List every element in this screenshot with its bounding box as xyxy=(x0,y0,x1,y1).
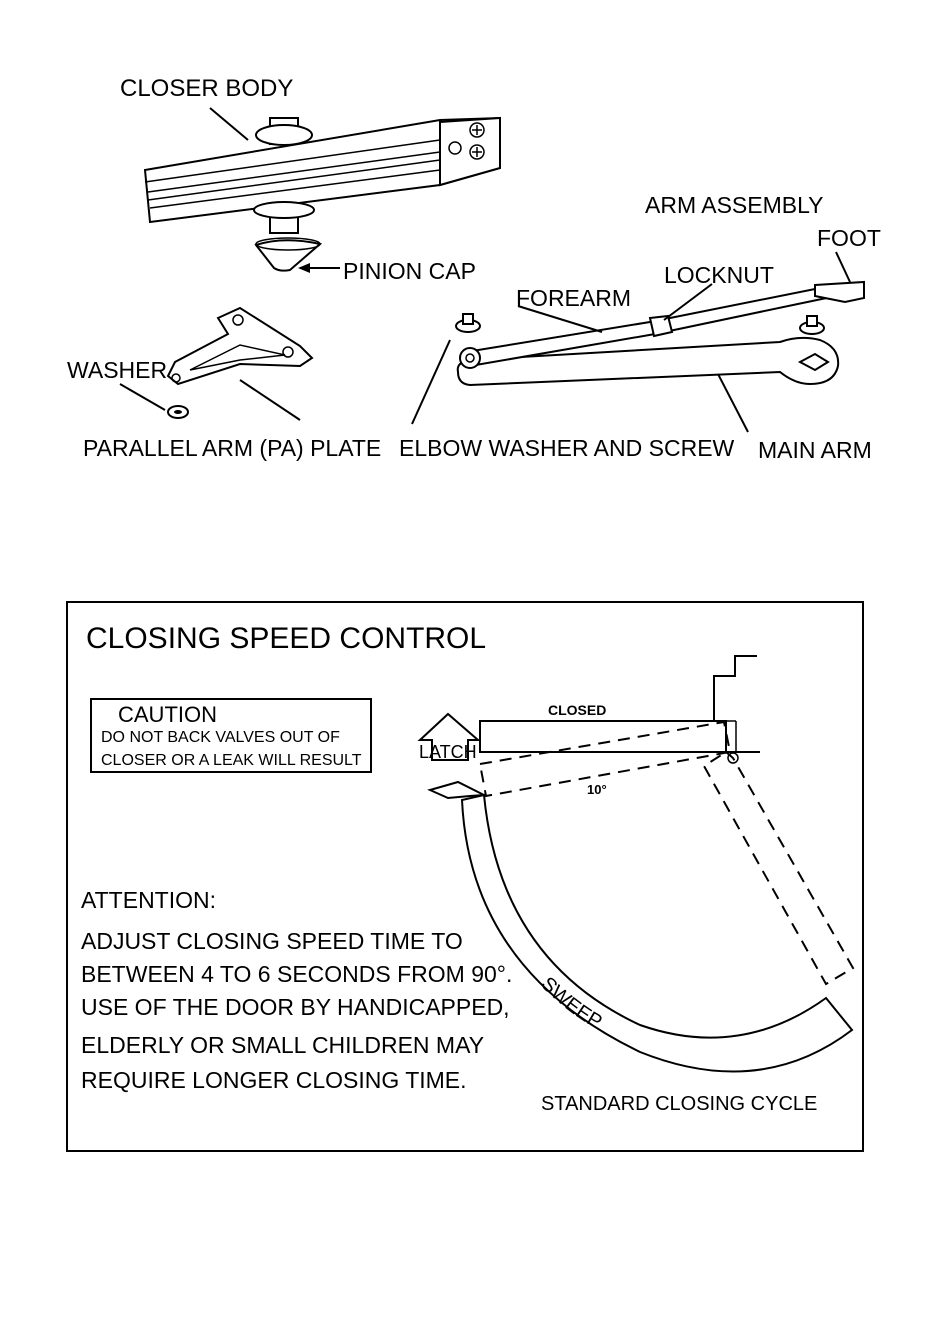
elbow-washer-leader xyxy=(411,339,451,425)
attention-line-2: BETWEEN 4 TO 6 SECONDS FROM 90°. xyxy=(81,961,512,987)
foot-leader xyxy=(835,251,851,283)
closing-cycle-drawing xyxy=(417,655,855,1073)
forearm-label: FOREARM xyxy=(516,285,631,311)
locknut-leader xyxy=(663,283,713,321)
pa-plate-leader xyxy=(239,379,301,421)
main-arm-leader xyxy=(717,373,749,433)
angle-label: 10° xyxy=(587,782,607,797)
attention-line-5: REQUIRE LONGER CLOSING TIME. xyxy=(81,1067,467,1093)
locknut-label: LOCKNUT xyxy=(664,262,774,288)
pinion-cap-label: PINION CAP xyxy=(343,258,476,284)
caution-heading: CAUTION xyxy=(118,702,217,727)
foot-label: FOOT xyxy=(817,225,881,251)
pa-plate-label: PARALLEL ARM (PA) PLATE xyxy=(83,435,381,461)
cycle-caption: STANDARD CLOSING CYCLE xyxy=(541,1093,817,1115)
closer-body-leader xyxy=(209,107,249,141)
arm-assembly-label: ARM ASSEMBLY xyxy=(645,192,824,218)
forearm-leader xyxy=(517,305,603,333)
washer-leader xyxy=(119,383,166,411)
attention-line-1: ADJUST CLOSING SPEED TIME TO xyxy=(81,928,463,954)
pa-plate-drawing xyxy=(166,306,314,386)
arm-assembly-drawing xyxy=(455,280,865,387)
washer-drawing xyxy=(167,405,189,419)
speed-control-title: CLOSING SPEED CONTROL xyxy=(86,622,486,655)
attention-line-4: ELDERLY OR SMALL CHILDREN MAY xyxy=(81,1032,484,1058)
elbow-washer-label: ELBOW WASHER AND SCREW xyxy=(399,435,735,461)
closer-body-drawing xyxy=(143,116,501,234)
attention-heading: ATTENTION: xyxy=(81,887,216,913)
latch-label: LATCH xyxy=(419,742,477,762)
closer-body-label: CLOSER BODY xyxy=(120,75,293,102)
closed-label: CLOSED xyxy=(548,702,606,718)
main-arm-label: MAIN ARM xyxy=(758,437,872,463)
caution-line-1: DO NOT BACK VALVES OUT OF xyxy=(101,729,340,746)
attention-line-3: USE OF THE DOOR BY HANDICAPPED, xyxy=(81,994,510,1020)
caution-line-2: CLOSER OR A LEAK WILL RESULT xyxy=(101,752,362,769)
caution-box xyxy=(90,698,372,773)
speed-control-panel xyxy=(66,601,864,1152)
washer-label: WASHER xyxy=(67,357,167,383)
pinion-cap-drawing xyxy=(254,237,323,272)
